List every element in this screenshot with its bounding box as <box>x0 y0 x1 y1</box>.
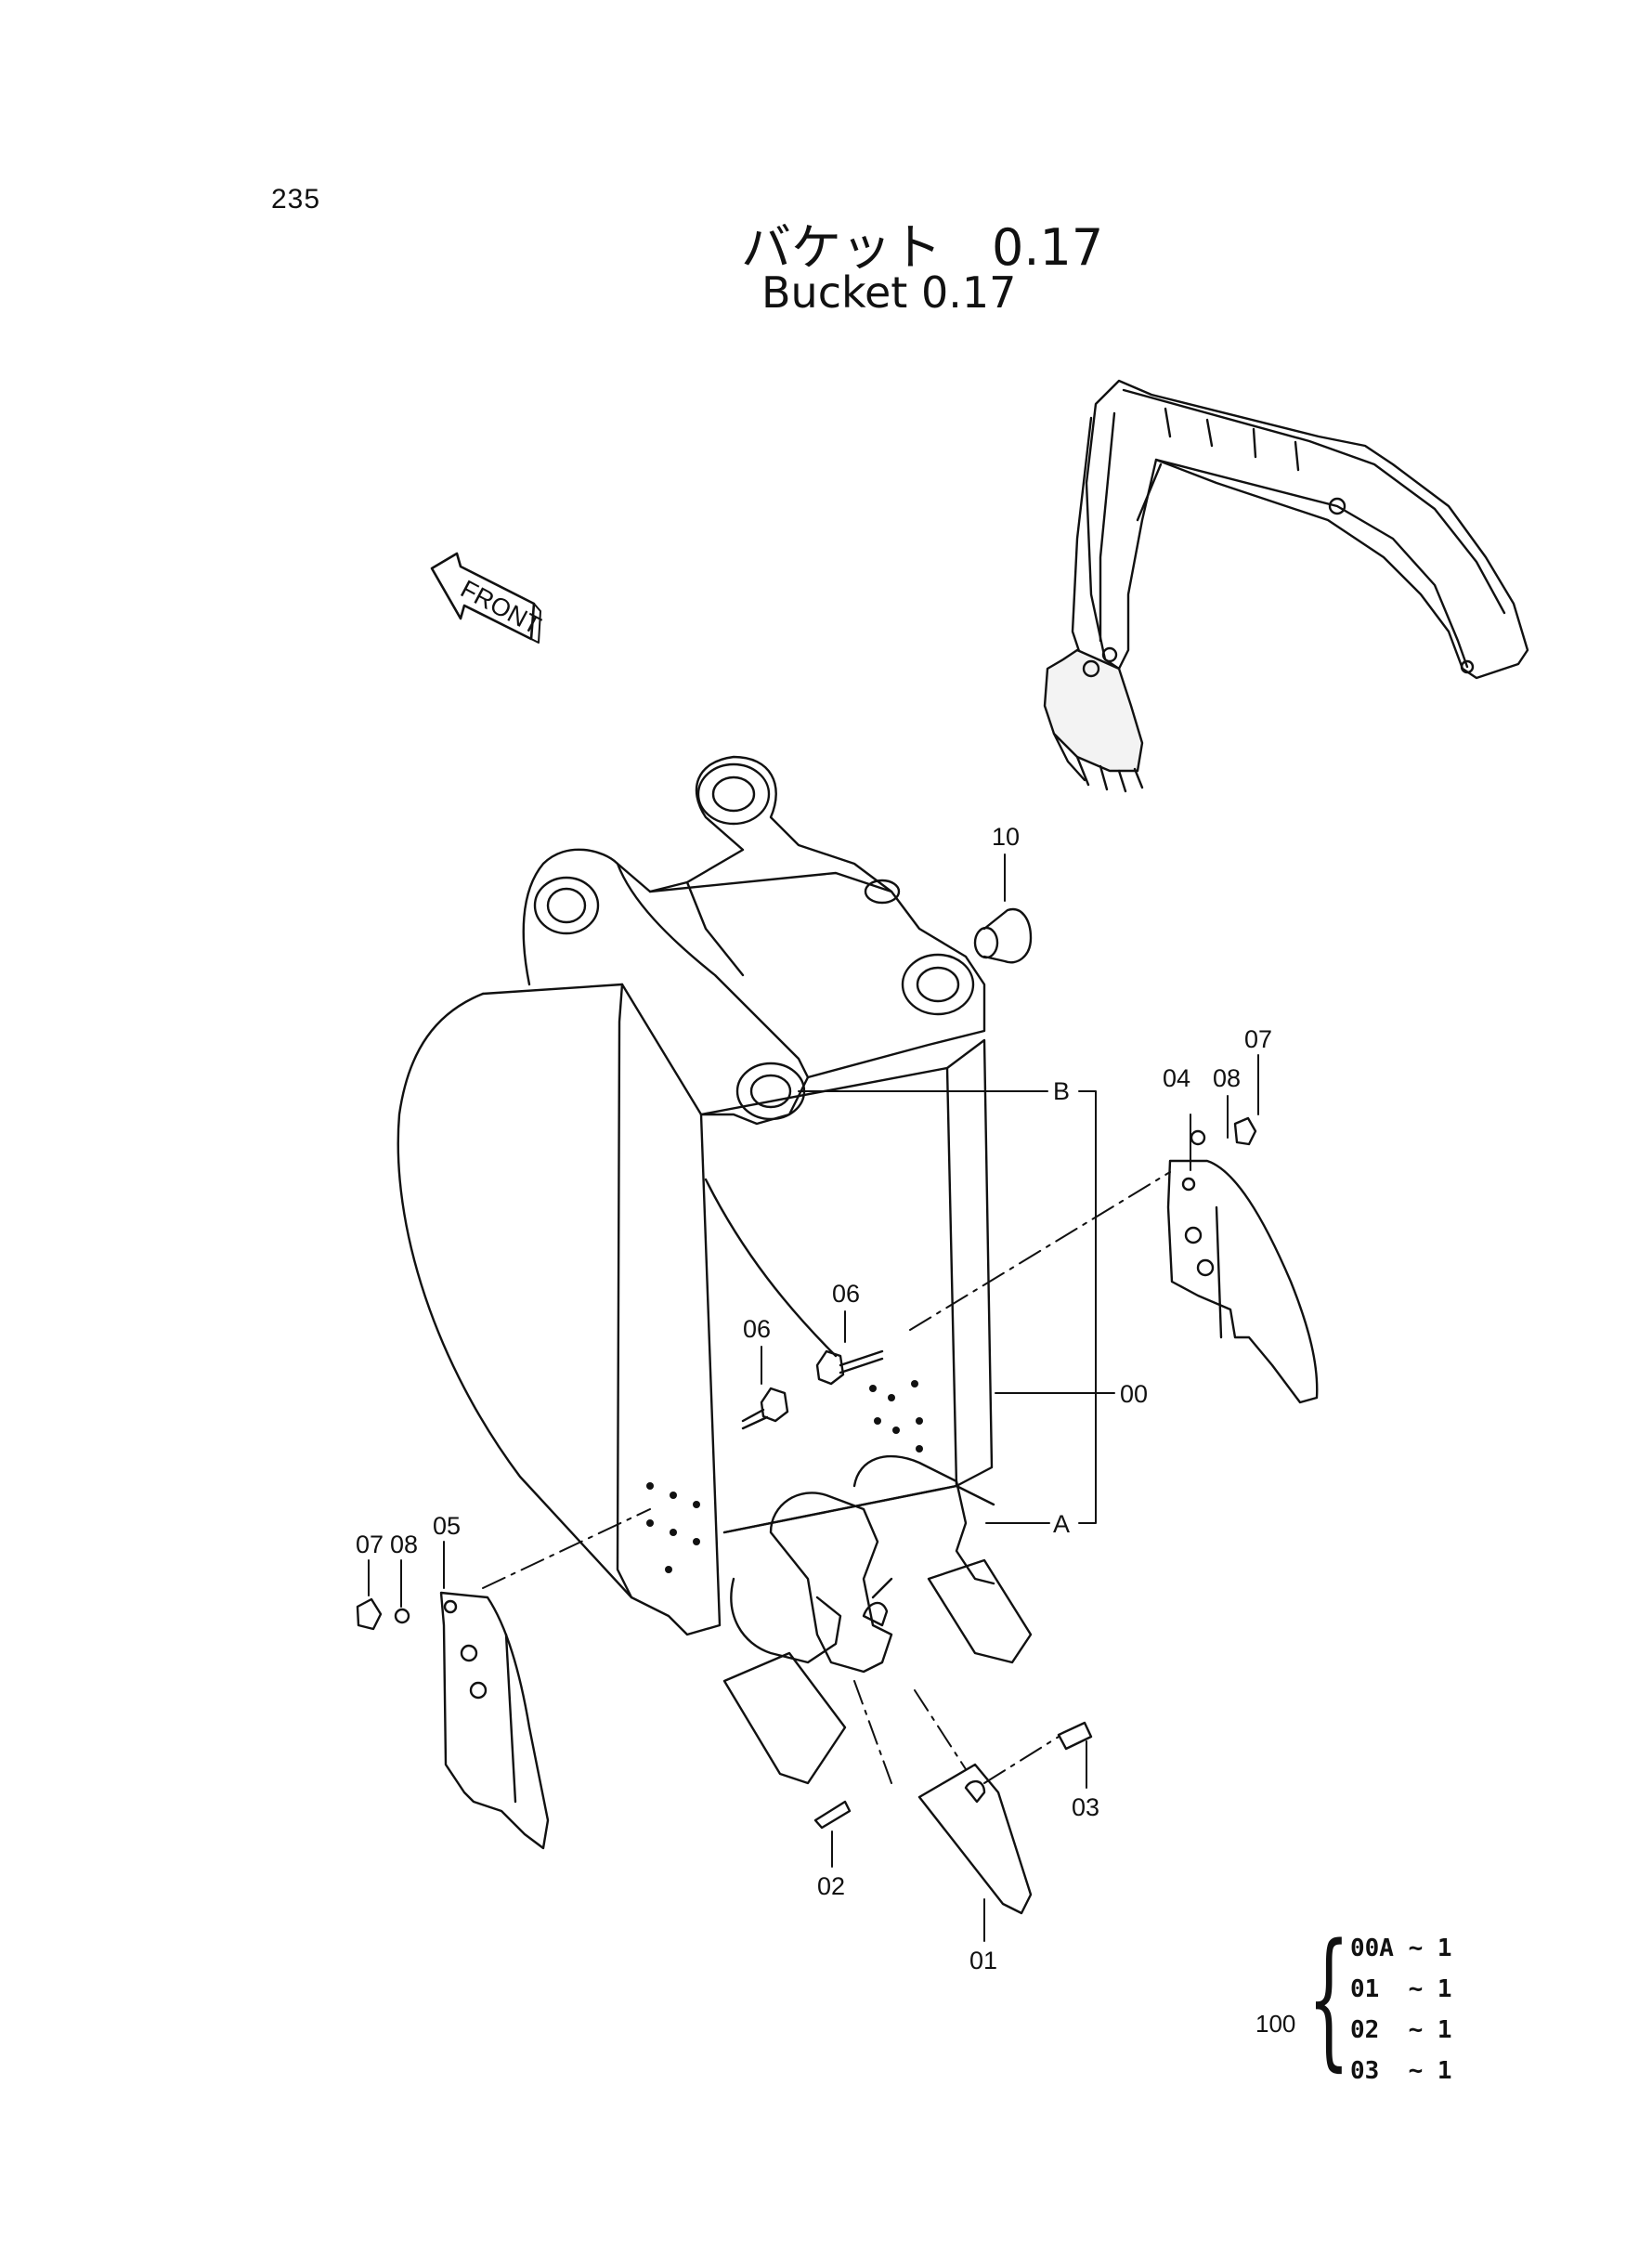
callout-04: 04 <box>1163 1064 1190 1092</box>
side-cutter-right <box>1166 1159 1319 1404</box>
side-cutter-left <box>439 1591 550 1850</box>
title-japanese: バケット 0.17 <box>741 218 1104 277</box>
callout-06-lower: 06 <box>743 1315 771 1343</box>
callout-b: B <box>1053 1077 1070 1105</box>
callout-06-upper: 06 <box>832 1280 860 1308</box>
callout-08-left: 08 <box>390 1531 418 1558</box>
kit-line: 03 ~ 1 <box>1350 2057 1452 2085</box>
callout-08-right: 08 <box>1213 1064 1241 1092</box>
callout-07-right: 07 <box>1244 1025 1272 1053</box>
assembly-lines <box>482 1171 1171 1784</box>
bucket-mounting-bracket <box>522 755 986 1126</box>
callout-01: 01 <box>969 1947 997 1974</box>
bucket-teeth <box>722 1455 1033 1785</box>
title-english: Bucket 0.17 <box>761 267 1017 318</box>
bucket-body <box>397 983 995 1636</box>
kit-line: 00A ~ 1 <box>1350 1935 1452 1962</box>
front-direction-arrow: FRONT <box>430 552 545 644</box>
fasteners <box>356 907 1257 1915</box>
callout-03: 03 <box>1072 1793 1099 1821</box>
callout-10: 10 <box>992 823 1020 851</box>
callout-a: A <box>1053 1510 1070 1538</box>
kit-code: 100 <box>1255 2010 1296 2038</box>
callout-05: 05 <box>433 1512 461 1540</box>
leader-lines <box>368 853 1259 1942</box>
callout-02: 02 <box>817 1872 845 1900</box>
callout-labels: 10 07 08 04 B 06 06 00 A 05 08 07 02 01 … <box>356 823 1272 1974</box>
kit-lines: 00A ~ 1 01 ~ 1 02 ~ 1 03 ~ 1 <box>1350 1928 1452 2091</box>
page-number: 235 <box>271 184 321 215</box>
kit-line: 02 ~ 1 <box>1350 2016 1452 2044</box>
callout-00: 00 <box>1120 1380 1148 1408</box>
callout-07-left: 07 <box>356 1531 384 1558</box>
kit-line: 01 ~ 1 <box>1350 1975 1452 2003</box>
kit-brace: { <box>1307 1911 1350 2085</box>
excavator-arm-locator-illustration <box>1043 379 1529 793</box>
